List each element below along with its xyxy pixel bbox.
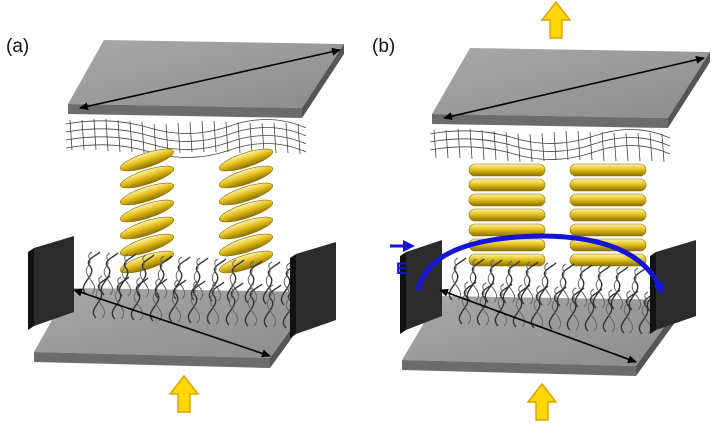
graphene-mesh-a <box>65 118 307 158</box>
lc-segment <box>468 193 546 207</box>
dna-strand <box>85 251 95 295</box>
lc-helix-a-left <box>119 148 175 274</box>
dna-strand <box>103 252 113 296</box>
lc-helix-a-right <box>218 148 274 274</box>
lc-segment <box>569 163 647 177</box>
top-plate-a <box>68 40 344 118</box>
lc-segment <box>119 233 175 257</box>
dna-strand <box>121 253 131 297</box>
panel-b: (b) <box>372 0 710 421</box>
lc-segment <box>569 208 647 222</box>
dna-strand <box>631 267 641 311</box>
lc-segment <box>218 148 274 172</box>
lc-segment <box>468 208 546 222</box>
up-arrow-icon <box>168 374 200 413</box>
panel-label-a: (a) <box>6 36 29 57</box>
electrode-right-b <box>650 240 696 334</box>
graphene-mesh-b <box>429 128 671 163</box>
polarizer-arrow-bottom-a <box>73 288 271 358</box>
lc-segment <box>468 178 546 192</box>
lc-segment <box>119 182 175 206</box>
electrode-right-a <box>290 242 336 338</box>
up-arrow-icon <box>540 0 572 39</box>
dna-strand <box>641 291 651 335</box>
electrode-left-a <box>28 236 74 330</box>
polarizer-arrow-top-b <box>443 55 705 121</box>
dna-strand <box>502 260 521 304</box>
lc-segment <box>119 148 175 172</box>
dna-strand <box>139 254 149 298</box>
panel-label-b: (b) <box>372 36 395 57</box>
electric-field-arrow <box>415 233 665 295</box>
lc-segment <box>218 199 274 223</box>
field-label: E <box>396 259 407 278</box>
lc-segment <box>218 233 274 257</box>
lc-helix-b-left <box>468 163 546 267</box>
up-arrow-icon <box>526 382 558 421</box>
lc-segment <box>569 223 647 237</box>
dna-strand <box>100 252 119 296</box>
lc-segment <box>218 182 274 206</box>
dna-strand <box>82 251 101 295</box>
lc-segment <box>468 163 546 177</box>
dna-strand <box>118 253 137 297</box>
lc-segment <box>468 253 546 267</box>
lc-segment <box>218 165 274 189</box>
panel-a: (a) <box>6 36 344 413</box>
lc-segment <box>218 216 274 240</box>
lc-segment <box>569 178 647 192</box>
lc-segment <box>119 165 175 189</box>
lc-helix-b-right <box>569 163 647 267</box>
polarizer-arrow-bottom-b <box>439 289 637 363</box>
lc-segment <box>218 250 274 274</box>
bottom-plate-b <box>402 296 684 376</box>
bottom-plate-a <box>34 288 318 368</box>
dna-strand <box>265 261 275 305</box>
lc-segment <box>569 193 647 207</box>
lc-segment <box>119 199 175 223</box>
lc-segment <box>119 216 175 240</box>
polarizer-arrow-top-a <box>79 47 341 111</box>
lc-segment <box>569 253 647 267</box>
